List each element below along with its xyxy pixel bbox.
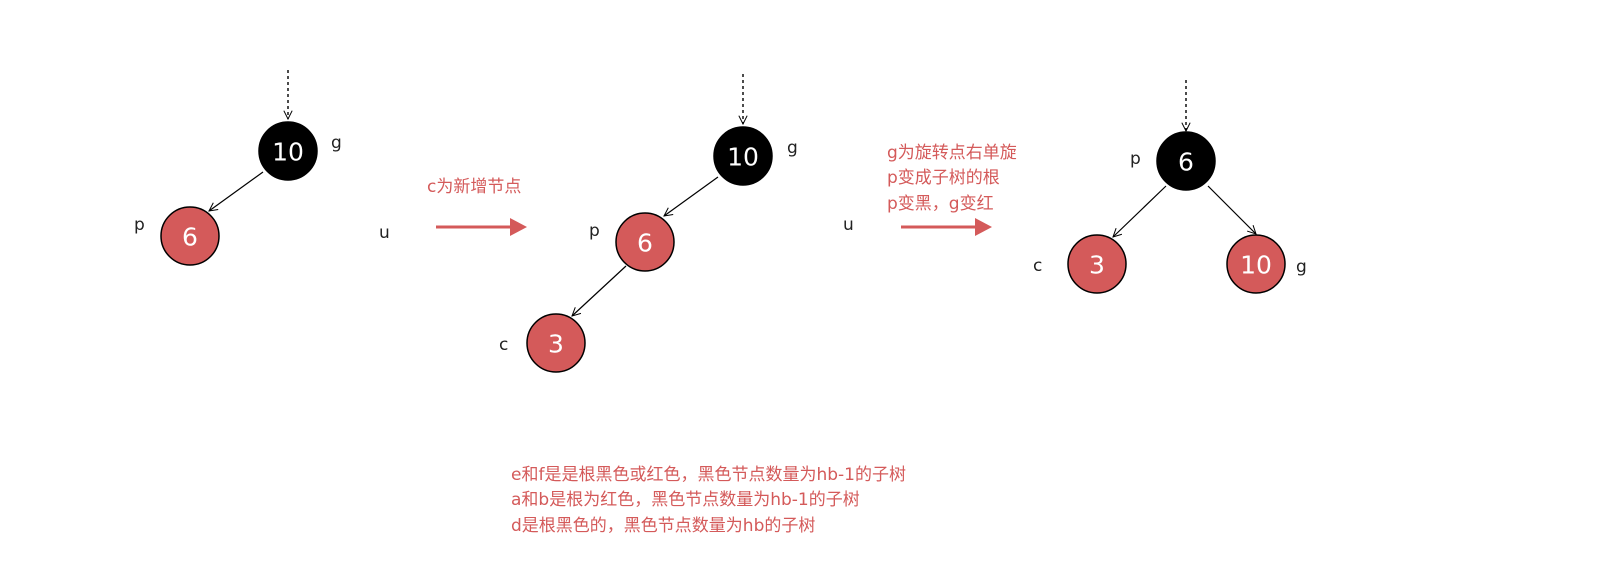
panel-2-label-g: g xyxy=(787,138,798,158)
panel-2-label-p: p xyxy=(589,221,600,241)
transition-1-text-line-1: c为新增节点 xyxy=(427,177,521,197)
panel-2-node-g-value: 10 xyxy=(727,143,759,172)
transition-2-text-line-2: p变成子树的根 xyxy=(887,168,1000,188)
panel-1-edge-g-p xyxy=(209,171,264,211)
panel-3-after-rotation: 6 3 10 p c g xyxy=(1033,80,1307,294)
panel-3-label-p: p xyxy=(1130,149,1141,169)
panel-1-node-g-value: 10 xyxy=(272,138,304,167)
panel-2-label-c: c xyxy=(499,335,508,355)
panel-3-edge-p-g xyxy=(1207,185,1256,234)
panel-3-node-c-value: 3 xyxy=(1089,251,1105,280)
panel-2-edge-g-p xyxy=(664,176,719,216)
panel-3-label-c: c xyxy=(1033,256,1042,276)
panel-3-label-g: g xyxy=(1296,257,1307,277)
note-line-2: a和b是根为红色，黑色节点数量为hb-1的子树 xyxy=(511,490,860,510)
transition-1: c为新增节点 xyxy=(427,177,527,236)
note-line-1: e和f是是根黑色或红色，黑色节点数量为hb-1的子树 xyxy=(511,465,906,485)
panel-2-edge-p-c xyxy=(572,265,627,316)
panel-3-node-g xyxy=(1226,234,1286,294)
panel-1-node-p-value: 6 xyxy=(182,223,198,252)
transition-2-text-line-3: p变黑，g变红 xyxy=(887,194,994,214)
panel-2-node-p xyxy=(615,212,675,272)
panel-2-after-insert: 10 6 3 g p c u xyxy=(499,74,854,373)
panel-1-node-p xyxy=(160,206,220,266)
note-line-3: d是根黑色的，黑色节点数量为hb的子树 xyxy=(511,516,815,536)
transition-2-text-line-1: g为旋转点右单旋 xyxy=(887,143,1017,163)
panel-2-node-c-value: 3 xyxy=(548,330,564,359)
panel-3-node-g-value: 10 xyxy=(1240,251,1272,280)
panel-1-label-u: u xyxy=(379,223,390,243)
panel-2-node-g xyxy=(713,126,773,186)
panel-1-node-g xyxy=(258,121,318,181)
panel-1-label-g: g xyxy=(331,133,342,153)
transition-2-arrow-head xyxy=(975,218,992,236)
panel-3-node-p-value: 6 xyxy=(1178,148,1194,177)
panel-3-edge-p-c xyxy=(1113,185,1167,237)
panel-2-label-u: u xyxy=(843,215,854,235)
panel-2-node-c xyxy=(526,313,586,373)
notes: e和f是是根黑色或红色，黑色节点数量为hb-1的子树 a和b是根为红色，黑色节点… xyxy=(511,465,906,536)
panel-2-node-p-value: 6 xyxy=(637,229,653,258)
transition-2: g为旋转点右单旋 p变成子树的根 p变黑，g变红 xyxy=(887,143,1017,236)
transition-1-arrow-head xyxy=(510,218,527,236)
panel-1-label-p: p xyxy=(134,215,145,235)
panel-3-node-p xyxy=(1156,131,1216,191)
panel-3-node-c xyxy=(1067,234,1127,294)
panel-1-initial: 10 6 g p u xyxy=(134,70,390,266)
